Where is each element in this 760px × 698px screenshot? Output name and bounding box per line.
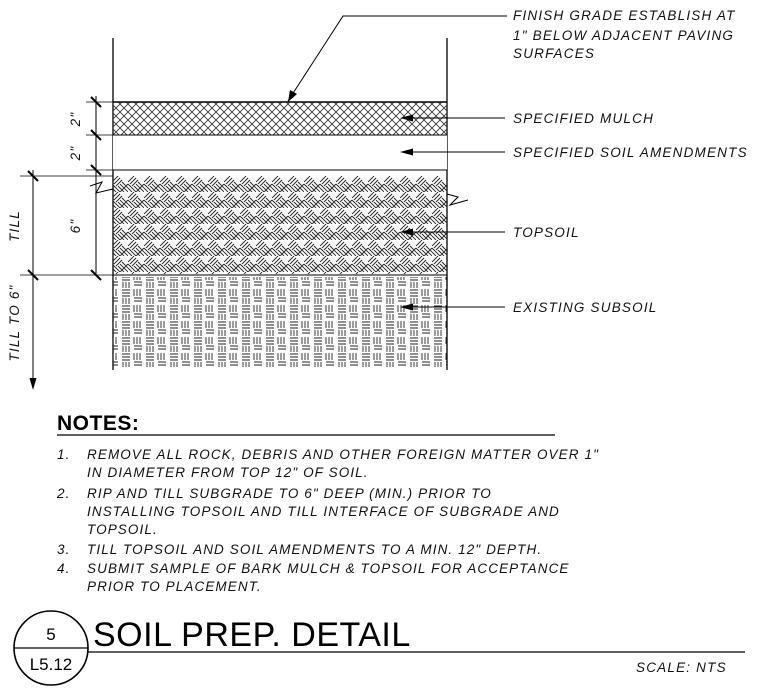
finish-grade-leader <box>287 15 507 102</box>
note-text-line: IN DIAMETER FROM TOP 12" OF SOIL. <box>87 465 369 480</box>
amendment-arrow-icon <box>400 148 413 156</box>
till-to-dimension-text: TILL TO 6" <box>7 284 22 361</box>
note-text-line: TILL TOPSOIL AND SOIL AMENDMENTS TO A MI… <box>87 542 542 557</box>
detail-title: SOIL PREP. DETAIL <box>93 616 411 654</box>
mulch-layer <box>113 102 447 135</box>
note-text-line: TOPSOIL. <box>87 522 158 537</box>
subsoil-label: EXISTING SUBSOIL <box>513 300 657 315</box>
till-dimension-text: TILL <box>7 210 22 242</box>
till-arrow-icon <box>29 378 37 390</box>
note-text-line: PRIOR TO PLACEMENT. <box>87 579 262 594</box>
topsoil-arrow-icon <box>400 228 413 236</box>
note-number: 4. <box>57 561 70 576</box>
topsoil-dimension-text: 6" <box>68 219 83 234</box>
amendment-dimension-text: 2" <box>68 146 83 162</box>
subsoil-arrow-icon <box>400 303 413 311</box>
finish-grade-label-line: SURFACES <box>513 46 595 61</box>
note-text-line: RIP AND TILL SUBGRADE TO 6" DEEP (MIN.) … <box>87 486 492 501</box>
right-break-line <box>446 193 469 206</box>
note-number: 2. <box>56 486 70 501</box>
note-text-line: INSTALLING TOPSOIL AND TILL INTERFACE OF… <box>87 504 560 519</box>
note-text-line: SUBMIT SAMPLE OF BARK MULCH & TOPSOIL FO… <box>87 561 570 576</box>
note-number: 3. <box>57 542 70 557</box>
detail-number: 5 <box>46 625 55 644</box>
finish-grade-label-line: 1" BELOW ADJACENT PAVING <box>513 28 734 43</box>
left-break-line <box>89 181 114 194</box>
soil-amendment-label: SPECIFIED SOIL AMENDMENTS <box>513 145 748 160</box>
mulch-dimension-text: 2" <box>68 112 83 128</box>
finish-grade-arrow-icon <box>288 90 297 102</box>
mulch-label: SPECIFIED MULCH <box>513 111 654 126</box>
scale-label: SCALE: NTS <box>636 660 727 675</box>
sheet-number: L5.12 <box>30 655 73 674</box>
notes-heading: NOTES: <box>57 412 139 435</box>
mulch-arrow-icon <box>400 114 413 122</box>
topsoil-layer <box>113 176 447 274</box>
topsoil-label: TOPSOIL <box>513 225 580 240</box>
finish-grade-label-line: FINISH GRADE ESTABLISH AT <box>513 8 736 23</box>
note-text-line: REMOVE ALL ROCK, DEBRIS AND OTHER FOREIG… <box>87 447 599 462</box>
dimension-ticks <box>27 96 102 281</box>
subsoil-layer <box>113 277 447 367</box>
soil-amendment-layer <box>113 135 447 170</box>
note-number: 1. <box>57 447 70 462</box>
